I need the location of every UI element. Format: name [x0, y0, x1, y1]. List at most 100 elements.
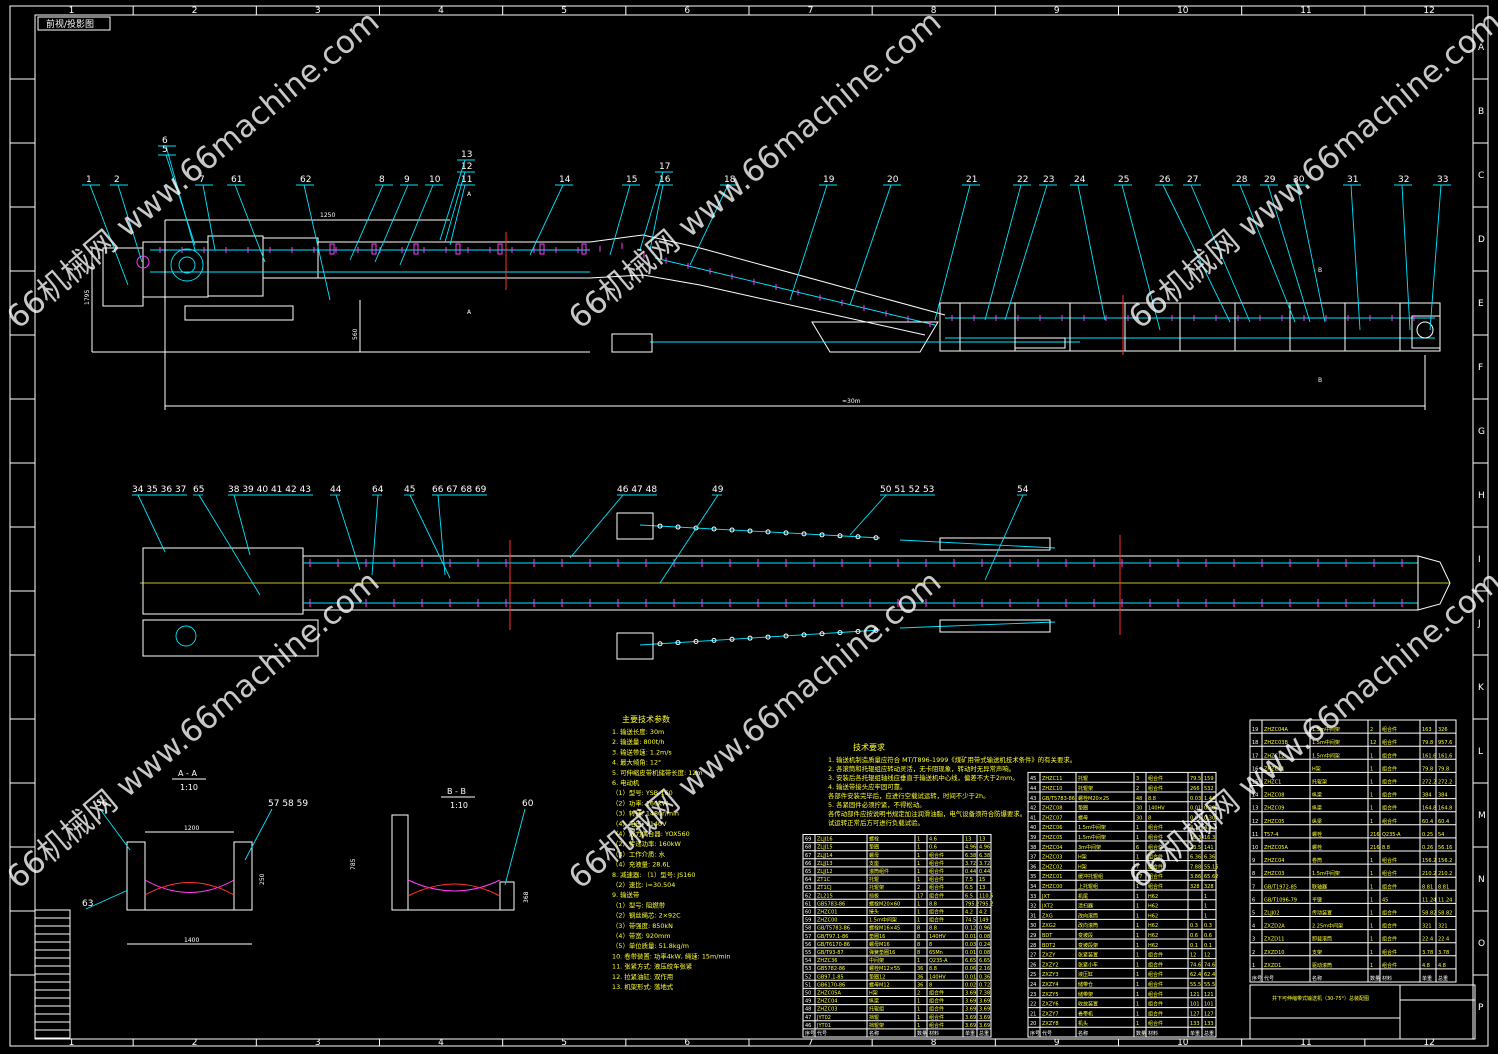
grid-col-bottom: 4 — [438, 1038, 444, 1048]
bom-cell: 1 — [917, 845, 920, 851]
main-params-line: （1）型号: 阻燃带 — [612, 900, 666, 909]
main-params-line: （4）带宽: 920mm — [612, 931, 670, 940]
bom-cell: 55.16 — [1204, 864, 1218, 870]
bom-cell: 74.5 — [965, 918, 976, 924]
grid-row-right: G — [1478, 427, 1485, 437]
bom-cell: 121 — [1190, 992, 1200, 998]
balloon-label: 14 — [559, 175, 571, 185]
section-aa-title: A - A — [178, 769, 197, 778]
bom-cell: ZHZC11 — [1042, 776, 1062, 782]
section-bb-title: B - B — [447, 787, 466, 796]
grid-row-right: K — [1478, 683, 1485, 693]
bom-cell: 17 — [917, 893, 923, 899]
bom-cell: 1 — [917, 877, 920, 883]
main-params-line: （5）单位质量: 51.8kg/m — [612, 941, 689, 950]
bom-cell: 65.62 — [1204, 874, 1218, 880]
bom-cell: 纵梁 — [1312, 792, 1322, 799]
bom-cell: 30 — [1030, 923, 1036, 929]
bom-cell: 螺母 — [1078, 814, 1088, 821]
bom-cell: 3.69 — [979, 1015, 990, 1021]
bom-cell: 组合件 — [1148, 981, 1163, 988]
bom-cell: 29 — [1030, 933, 1036, 939]
section-bb-dim-foot: 368 — [523, 891, 530, 903]
bom-cell: 8 — [929, 942, 932, 948]
balloon-label: 27 — [1187, 175, 1198, 185]
bom-cell: 1 — [1252, 963, 1255, 969]
bom-cell: 7.88 — [1190, 864, 1201, 870]
bom-cell: 组合件 — [1382, 792, 1397, 799]
section-aa-balloon: 57 58 59 — [268, 799, 308, 809]
bom-cell: 4.8 — [1422, 963, 1430, 969]
main-params-line: （4）液力偶合器: YOX560 — [612, 829, 690, 838]
bom-cell: 8.8 — [1382, 845, 1390, 851]
bom-cell: ZL215 — [817, 893, 833, 899]
bom-cell: GB/T93-87 — [817, 950, 844, 956]
grid-col-top: 7 — [808, 6, 814, 16]
balloon-label: 19 — [823, 175, 835, 185]
bom-cell: 1 — [1204, 894, 1207, 900]
plan-balloon-label: 44 — [330, 485, 342, 495]
bom-cell: 0.25 — [1422, 832, 1433, 838]
balloon-label: 5 — [162, 145, 168, 155]
main-params-line: （2）速比: i=30.504 — [612, 880, 675, 889]
bom-cell: 42 — [1030, 806, 1036, 812]
bom-cell: 驱动滚筒 — [1312, 962, 1332, 969]
bom-cell: 组合件 — [929, 1006, 944, 1013]
bom-cell: 140HV — [929, 934, 946, 940]
bom-cell: 支座 — [869, 860, 879, 867]
bom-cell: 螺栓M20×25 — [1078, 795, 1109, 802]
bom-cell: 0.01 — [1190, 815, 1201, 821]
bom-cell: ZHZC36 — [817, 958, 837, 964]
bom-cell: 11.24 — [1438, 897, 1452, 903]
bom-cell: 16.3 — [1190, 835, 1201, 841]
bom-cell: 组合件 — [929, 892, 944, 899]
bom-cell: 挡辊架 — [869, 1022, 884, 1029]
plan-balloon-label: 64 — [372, 485, 384, 495]
bom-cell: 58.82 — [1438, 911, 1452, 917]
bom-cell: 0.08 — [979, 950, 990, 956]
drive-body — [207, 235, 264, 297]
bom-cell: ZHZC01 — [817, 910, 837, 916]
bom-cell: 组合件 — [929, 860, 944, 867]
bom-cell: 3.78 — [1422, 950, 1433, 956]
bom-cell: 1 — [1370, 819, 1373, 825]
bom-cell: 55 — [805, 950, 811, 956]
bom-cell: 6 — [1252, 897, 1255, 903]
bom-cell: 1.5m中间架 — [1312, 726, 1340, 733]
bom-header-cell: 材料 — [929, 1030, 939, 1037]
bom-cell: 垫圈12 — [869, 973, 885, 980]
bom-cell: ZXZY7 — [1042, 1011, 1059, 1017]
bom-cell: 79.8 — [1422, 740, 1433, 746]
bom-cell: 1 — [917, 901, 920, 907]
bom-cell: 组合件 — [1148, 775, 1163, 782]
bom-cell: 3.69 — [965, 999, 976, 1005]
bom-cell: GB/T1096-79 — [1264, 897, 1297, 903]
bom-header-cell: 名称 — [869, 1030, 879, 1037]
grid-row-right: B — [1478, 107, 1484, 117]
bom-cell: 37 — [1030, 855, 1036, 861]
bom-cell: 22.4 — [1422, 937, 1433, 943]
bom-cell: 31 — [1030, 913, 1036, 919]
balloon-label: 11 — [461, 175, 472, 185]
bom-cell: ZXZD2A — [1264, 924, 1285, 930]
bom-cell: 8 — [917, 942, 920, 948]
lower-frame-line — [318, 274, 644, 279]
bom-cell: 53 — [805, 966, 811, 972]
tech-notes-line: 3. 安装后各托辊组轴线应垂直于输送机中心线，偏差不大于2mm。 — [828, 773, 1019, 782]
head-pulley — [136, 255, 150, 269]
bom-cell: 24 — [1030, 982, 1036, 988]
section-mark-b2: B — [1318, 377, 1322, 384]
bom-cell: GB/T6170-86 — [817, 942, 850, 948]
bom-header-cell: 数量 — [1370, 975, 1380, 982]
bom-cell: 改向滚筒 — [1078, 912, 1098, 919]
main-params-line: （4）电压: 1140V — [612, 819, 667, 828]
bom-cell: 3.72 — [979, 861, 990, 867]
main-params-line: 5. 可伸缩皮带机储带长度: 12m — [612, 768, 703, 777]
bom-cell: 12 — [1204, 953, 1210, 959]
bom-cell: 0.30 — [1204, 815, 1215, 821]
plan-balloon-label: 46 47 48 — [617, 485, 657, 495]
bom-cell: 159 — [1204, 776, 1214, 782]
bom-cell: 1 — [1136, 884, 1139, 890]
bom-cell: ZLJJ15 — [817, 845, 833, 851]
